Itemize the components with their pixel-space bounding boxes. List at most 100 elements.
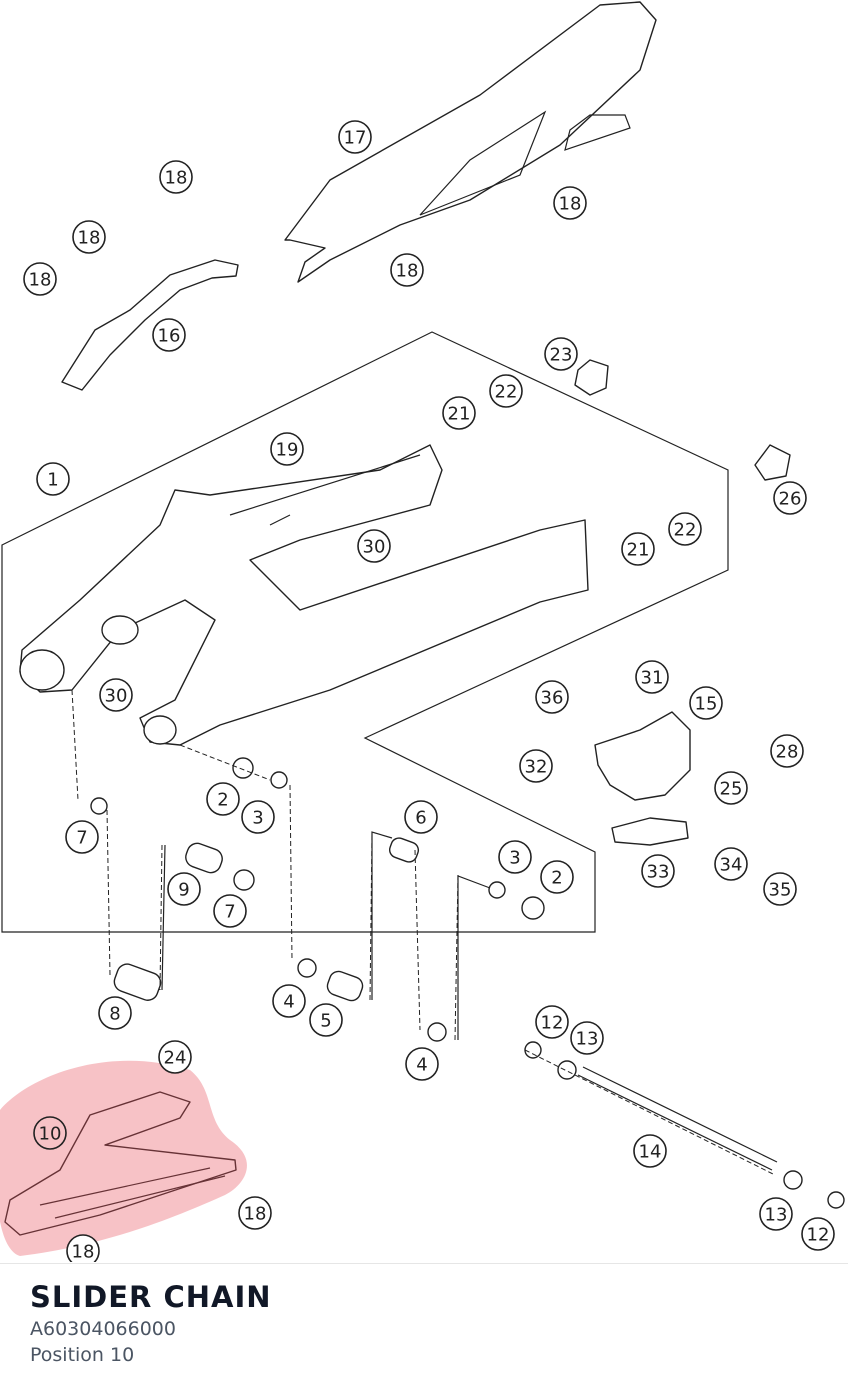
callout-label: 3 [509, 848, 520, 869]
callout-label: 25 [720, 779, 743, 800]
callout-label: 22 [674, 520, 697, 541]
callout-36[interactable]: 36 [535, 680, 569, 714]
callout-19[interactable]: 19 [270, 432, 304, 466]
callout-label: 12 [541, 1013, 564, 1034]
callout-18[interactable]: 18 [159, 160, 193, 194]
callout-label: 17 [344, 128, 367, 149]
callout-18[interactable]: 18 [23, 262, 57, 296]
divider [0, 1263, 848, 1264]
callout-label: 19 [276, 440, 299, 461]
callout-4[interactable]: 4 [405, 1047, 439, 1081]
callout-label: 5 [320, 1011, 331, 1032]
callout-label: 18 [244, 1204, 267, 1225]
callout-22[interactable]: 22 [668, 512, 702, 546]
callout-7[interactable]: 7 [213, 894, 247, 928]
callout-6[interactable]: 6 [404, 800, 438, 834]
callout-label: 18 [396, 261, 419, 282]
callout-label: 23 [550, 345, 573, 366]
callout-7[interactable]: 7 [65, 820, 99, 854]
part-name: SLIDER CHAIN [30, 1280, 272, 1314]
callout-35[interactable]: 35 [763, 872, 797, 906]
callout-22[interactable]: 22 [489, 374, 523, 408]
callout-3[interactable]: 3 [498, 840, 532, 874]
callout-1[interactable]: 1 [36, 462, 70, 496]
callout-31[interactable]: 31 [635, 660, 669, 694]
highlight-part-10 [0, 1060, 247, 1256]
callout-10[interactable]: 10 [33, 1116, 67, 1150]
callout-label: 30 [363, 537, 386, 558]
callout-33[interactable]: 33 [641, 854, 675, 888]
callout-label: 28 [776, 742, 799, 763]
callout-13[interactable]: 13 [570, 1021, 604, 1055]
callout-label: 14 [639, 1142, 662, 1163]
diagram-drawing [1, 1, 845, 1236]
callout-label: 30 [105, 686, 128, 707]
callout-14[interactable]: 14 [633, 1134, 667, 1168]
callout-label: 2 [217, 790, 228, 811]
chain-slider [4, 1091, 237, 1236]
callout-12[interactable]: 12 [801, 1217, 835, 1251]
callout-label: 16 [158, 326, 181, 347]
callout-26[interactable]: 26 [773, 481, 807, 515]
callout-15[interactable]: 15 [689, 686, 723, 720]
callout-label: 12 [807, 1225, 830, 1246]
callout-21[interactable]: 21 [621, 532, 655, 566]
callout-label: 1 [47, 470, 58, 491]
callout-label: 8 [109, 1004, 120, 1025]
callout-17[interactable]: 17 [338, 120, 372, 154]
callout-18[interactable]: 18 [66, 1234, 100, 1263]
callout-label: 22 [495, 382, 518, 403]
callout-label: 34 [720, 855, 743, 876]
callout-label: 33 [647, 862, 670, 883]
callout-label: 9 [178, 880, 189, 901]
callout-12[interactable]: 12 [535, 1005, 569, 1039]
callout-18[interactable]: 18 [238, 1196, 272, 1230]
callout-16[interactable]: 16 [152, 318, 186, 352]
callout-label: 24 [164, 1048, 187, 1069]
callout-34[interactable]: 34 [714, 847, 748, 881]
callout-2[interactable]: 2 [206, 782, 240, 816]
callout-24[interactable]: 24 [158, 1040, 192, 1074]
callout-32[interactable]: 32 [519, 749, 553, 783]
callout-label: 13 [576, 1029, 599, 1050]
callout-label: 36 [541, 688, 564, 709]
callout-2[interactable]: 2 [540, 860, 574, 894]
callout-label: 4 [416, 1055, 427, 1076]
callout-9[interactable]: 9 [167, 872, 201, 906]
callout-label: 32 [525, 757, 548, 778]
callout-label: 10 [39, 1124, 62, 1145]
callout-21[interactable]: 21 [442, 396, 476, 430]
callout-30[interactable]: 30 [99, 678, 133, 712]
part-position: Position 10 [30, 1344, 135, 1366]
callout-label: 15 [695, 694, 718, 715]
callout-label: 3 [252, 808, 263, 829]
callout-18[interactable]: 18 [390, 253, 424, 287]
callout-label: 7 [224, 902, 235, 923]
caliper-bracket [594, 711, 691, 801]
callout-5[interactable]: 5 [309, 1003, 343, 1037]
callout-3[interactable]: 3 [241, 800, 275, 834]
callout-18[interactable]: 18 [72, 220, 106, 254]
callout-4[interactable]: 4 [272, 984, 306, 1018]
callout-8[interactable]: 8 [98, 996, 132, 1030]
callout-23[interactable]: 23 [544, 337, 578, 371]
callout-13[interactable]: 13 [759, 1197, 793, 1231]
callout-label: 4 [283, 992, 294, 1013]
callout-label: 7 [76, 828, 87, 849]
callout-label: 26 [779, 489, 802, 510]
callout-label: 13 [765, 1205, 788, 1226]
callout-25[interactable]: 25 [714, 771, 748, 805]
callout-label: 18 [72, 1242, 95, 1263]
callout-28[interactable]: 28 [770, 734, 804, 768]
callout-18[interactable]: 18 [553, 186, 587, 220]
part-number: A60304066000 [30, 1318, 176, 1340]
callout-label: 2 [551, 868, 562, 889]
callout-label: 18 [559, 194, 582, 215]
callout-label: 35 [769, 880, 792, 901]
part-info-panel: SLIDER CHAIN A60304066000 Position 10 [30, 1278, 272, 1368]
callout-label: 18 [78, 228, 101, 249]
chain-guard [284, 1, 657, 283]
callout-30[interactable]: 30 [357, 529, 391, 563]
